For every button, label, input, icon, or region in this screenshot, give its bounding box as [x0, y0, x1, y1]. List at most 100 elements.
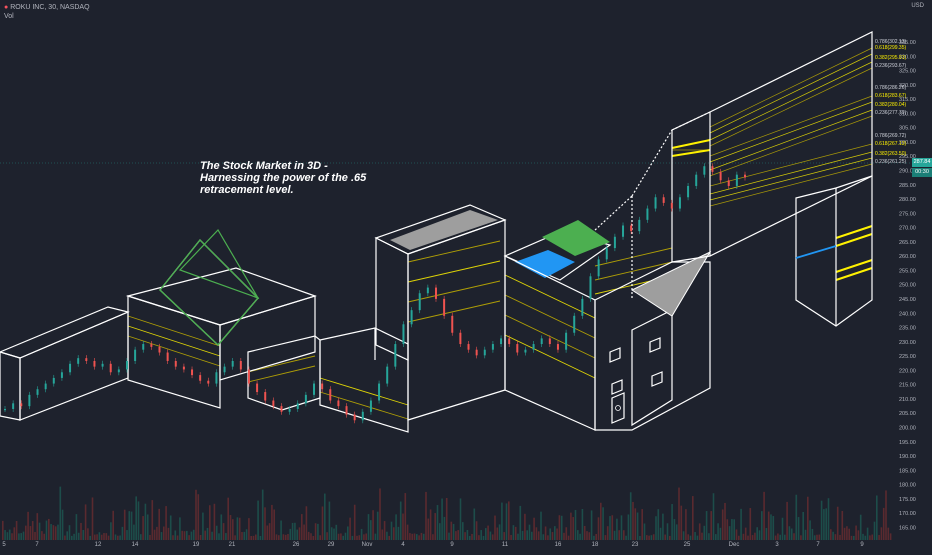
volume-bar	[257, 500, 259, 540]
x-tick-label: 29	[328, 542, 335, 548]
volume-bar	[225, 533, 227, 540]
volume-bar	[735, 529, 738, 540]
x-tick-label: 9	[860, 542, 864, 548]
volume-bar	[675, 524, 678, 540]
volume-bar	[784, 534, 786, 540]
volume-bar	[639, 535, 641, 540]
volume-bar	[586, 531, 588, 540]
volume-bar	[188, 535, 190, 540]
volume-bar	[383, 521, 386, 540]
volume-bar	[498, 524, 501, 540]
y-tick-label: 265.00	[899, 240, 916, 246]
candle-body	[451, 315, 454, 333]
volume-bar	[765, 528, 768, 540]
fib-labels: 0.786(302.13)0.618(299.35)0.382(295.91)0…	[875, 39, 906, 165]
candle-body	[369, 400, 372, 412]
building1-front	[127, 295, 221, 409]
y-tick-label: 185.00	[899, 468, 916, 474]
volume-bar	[418, 535, 420, 540]
volume-bar	[620, 515, 623, 540]
candle-body	[500, 338, 503, 345]
candle-body	[735, 174, 738, 186]
volume-bar	[402, 513, 404, 540]
fib-band	[835, 233, 873, 247]
volume-bar	[425, 491, 427, 540]
volume-bar	[629, 492, 632, 540]
fib-line	[247, 365, 316, 383]
volume-bar	[712, 493, 715, 540]
candle-body	[491, 344, 494, 350]
candle-body	[410, 310, 413, 325]
volume-bar	[140, 534, 142, 540]
x-tick-label: Nov	[362, 542, 373, 548]
volume-bar	[8, 529, 11, 540]
volume-bar	[531, 531, 533, 540]
volume-bar	[117, 535, 119, 540]
annotation-text: The Stock Market in 3D - Harnessing the …	[200, 160, 367, 196]
volume-bar	[519, 505, 522, 540]
y-tick-label: 175.00	[899, 497, 916, 503]
fib-label: 0.786(302.13)	[875, 39, 906, 45]
candle-body	[524, 349, 527, 353]
volume-bar	[882, 507, 885, 540]
volume-bar	[156, 526, 158, 540]
volume-bar	[551, 532, 554, 540]
wireframe-buildings	[0, 31, 873, 433]
volume-bar	[468, 535, 471, 540]
green-cube-face	[178, 229, 260, 300]
volume-bar	[802, 511, 804, 540]
volume-bar	[609, 516, 611, 540]
volume-bar	[234, 535, 236, 540]
y-tick-label: 280.00	[899, 197, 916, 203]
fib-line	[504, 334, 596, 379]
fib-line	[504, 274, 596, 319]
volume-bar	[179, 517, 181, 540]
volume-bar	[20, 533, 22, 540]
volume-bar	[786, 501, 788, 540]
volume-bar	[365, 533, 367, 540]
volume-bar	[501, 502, 503, 540]
volume-bar	[514, 526, 517, 540]
volume-bar	[202, 512, 204, 540]
volume-bar	[772, 516, 775, 540]
chart-header: ● ROKU INC, 30, NASDAQ Vol	[4, 3, 90, 21]
volume-bar	[512, 525, 515, 540]
y-axis: 335.00330.00325.00320.00315.00310.00305.…	[899, 40, 916, 531]
volume-bar	[54, 526, 57, 540]
volume-bar	[317, 523, 319, 540]
volume-bar	[388, 535, 390, 540]
volume-bar	[871, 534, 873, 540]
volume-bar	[96, 534, 98, 540]
candle-body	[443, 298, 446, 316]
fib-line	[127, 335, 221, 367]
volume-bar	[650, 535, 653, 540]
y-tick-label: 305.00	[899, 126, 916, 132]
y-tick-label: 200.00	[899, 425, 916, 431]
volume-bar	[107, 535, 110, 540]
volume-bar	[648, 535, 650, 540]
volume-bar	[721, 509, 724, 540]
candle-body	[69, 363, 72, 373]
fib-label: 0.618(283.67)	[875, 93, 906, 99]
volume-bar	[229, 515, 232, 540]
volume-bar	[209, 505, 211, 540]
volume-bar	[646, 535, 648, 540]
candle-body	[223, 366, 226, 373]
volume-bar	[625, 535, 627, 540]
volume-bar	[726, 519, 729, 540]
price-series	[4, 163, 746, 424]
candle-body	[678, 197, 681, 209]
y-tick-label: 235.00	[899, 326, 916, 332]
volume-bar	[671, 504, 673, 540]
volume-bar	[232, 519, 234, 540]
candle-body	[630, 225, 633, 232]
volume-bar	[556, 528, 558, 540]
volume-bar	[192, 529, 195, 540]
volume-bar	[673, 519, 676, 540]
volume-bar	[487, 525, 489, 540]
volume-bar	[471, 533, 473, 540]
volume-bar	[489, 531, 492, 540]
volume-bar	[583, 525, 586, 540]
volume-bar	[544, 526, 547, 540]
volume-bar	[112, 510, 114, 540]
